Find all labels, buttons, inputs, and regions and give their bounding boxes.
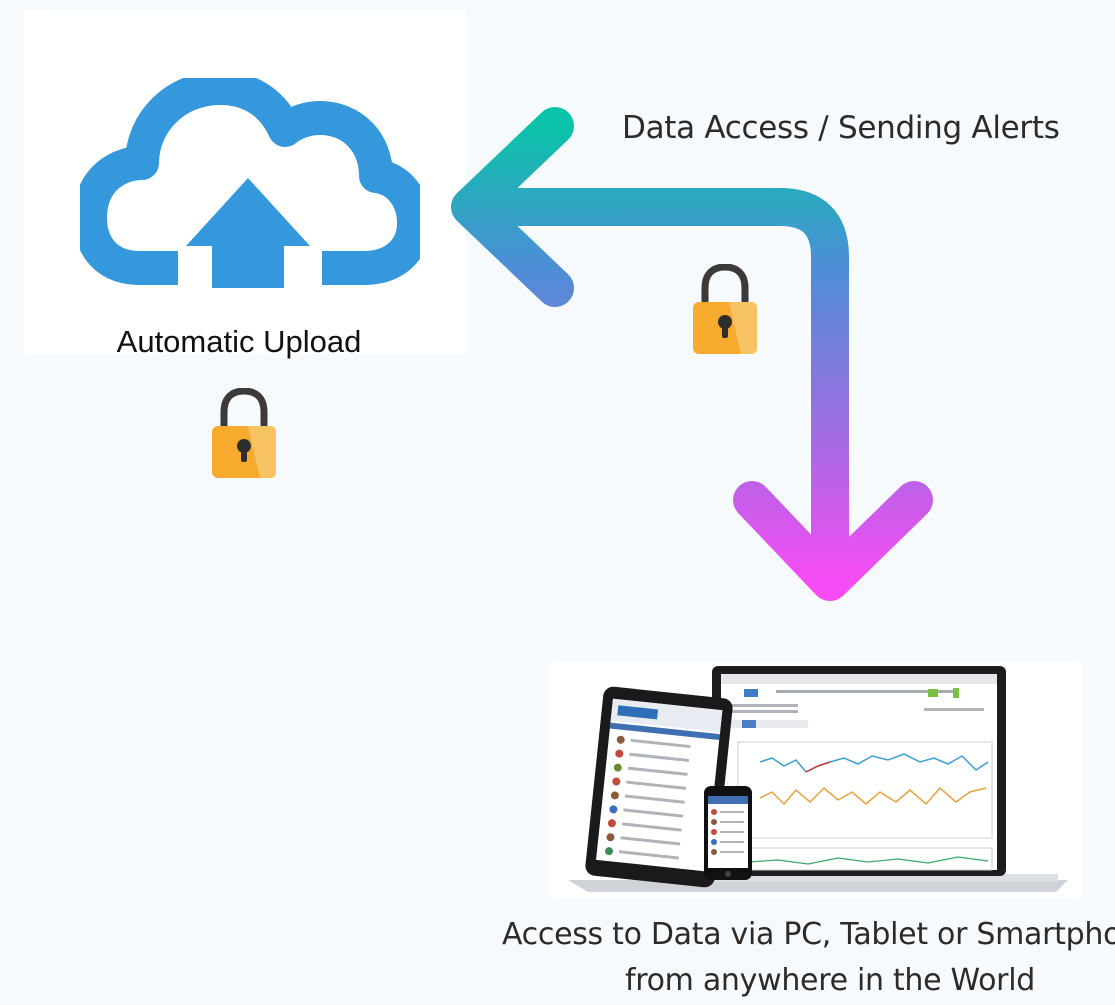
data-access-label: Data Access / Sending Alerts [622,110,1060,146]
devices-illustration [568,666,1068,892]
padlock-icon [212,388,276,478]
cloud-upload-icon [80,78,420,288]
automatic-upload-label: Automatic Upload [116,324,362,359]
caption-line-2: from anywhere in the World [624,963,1035,998]
caption: Access to Data via PC, Tablet or Smartph… [380,912,1115,1004]
devices-image [548,662,1082,898]
caption-line-1: Access to Data via PC, Tablet or Smartph… [501,917,1115,952]
padlock-icon [693,264,757,354]
